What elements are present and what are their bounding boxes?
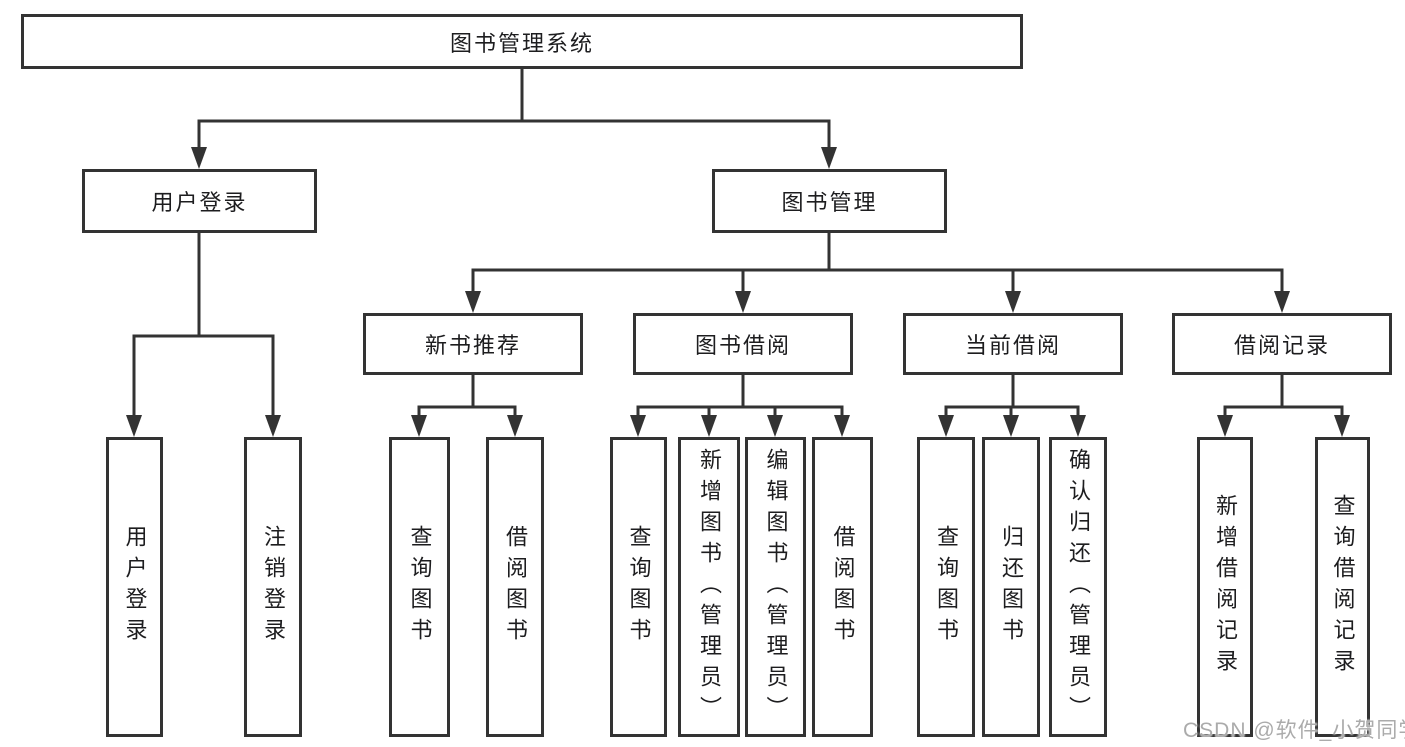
- leaf-confirm-return-admin-label: 确认归还（管理员）: [1066, 447, 1091, 727]
- node-book-borrow: 图书借阅: [633, 313, 853, 375]
- leaf-logout: 注销登录: [244, 437, 302, 737]
- watermark: CSDN @软件_小贺同学: [1183, 714, 1405, 744]
- node-book-management: 图书管理: [712, 169, 947, 233]
- leaf-user-login: 用户登录: [106, 437, 163, 737]
- connector-arrowheads: [126, 147, 1350, 437]
- leaf-borrow-books: 借阅图书: [812, 437, 873, 737]
- node-book-management-label: 图书管理: [781, 190, 878, 215]
- node-current-borrow-label: 当前借阅: [964, 333, 1061, 358]
- leaf-add-borrow-record-label: 新增借阅记录: [1213, 494, 1238, 680]
- leaf-return-book: 归还图书: [982, 437, 1040, 737]
- leaf-borrow-books-label: 借阅图书: [830, 525, 856, 649]
- leaf-query-books-borrow-label: 查询图书: [626, 525, 652, 649]
- connector-segments: [132, 68, 1344, 418]
- leaf-query-borrow-record-label: 查询借阅记录: [1330, 494, 1356, 680]
- node-borrow-records-label: 借阅记录: [1233, 333, 1330, 358]
- leaf-borrow-books-recommend: 借阅图书: [486, 437, 544, 737]
- node-new-book-recommend: 新书推荐: [363, 313, 583, 375]
- leaf-return-book-label: 归还图书: [999, 525, 1024, 649]
- leaf-query-borrow-record: 查询借阅记录: [1315, 437, 1370, 737]
- leaf-add-borrow-record: 新增借阅记录: [1197, 437, 1253, 737]
- node-new-book-recommend-label: 新书推荐: [424, 333, 521, 358]
- leaf-confirm-return-admin: 确认归还（管理员）: [1049, 437, 1107, 737]
- node-book-borrow-label: 图书借阅: [694, 333, 791, 358]
- leaf-user-login-label: 用户登录: [122, 525, 148, 649]
- node-root: 图书管理系统: [21, 14, 1023, 69]
- leaf-add-book-admin-label: 新增图书（管理员）: [697, 447, 722, 727]
- leaf-query-books-current-label: 查询图书: [934, 525, 959, 649]
- leaf-add-book-admin: 新增图书（管理员）: [678, 437, 740, 737]
- node-user-login-label: 用户登录: [151, 190, 248, 215]
- leaf-edit-book-admin: 编辑图书（管理员）: [745, 437, 806, 737]
- leaf-query-books-recommend-label: 查询图书: [407, 525, 433, 649]
- node-user-login: 用户登录: [82, 169, 317, 233]
- leaf-query-books-current: 查询图书: [917, 437, 975, 737]
- leaf-query-books-borrow: 查询图书: [610, 437, 667, 737]
- leaf-query-books-recommend: 查询图书: [389, 437, 450, 737]
- leaf-edit-book-admin-label: 编辑图书（管理员）: [763, 447, 789, 727]
- watermark-text: CSDN @软件_小贺同学: [1183, 719, 1405, 742]
- node-borrow-records: 借阅记录: [1172, 313, 1392, 375]
- leaf-borrow-books-recommend-label: 借阅图书: [503, 525, 528, 649]
- node-root-label: 图书管理系统: [449, 30, 594, 56]
- leaf-logout-label: 注销登录: [261, 525, 286, 649]
- node-current-borrow: 当前借阅: [903, 313, 1123, 375]
